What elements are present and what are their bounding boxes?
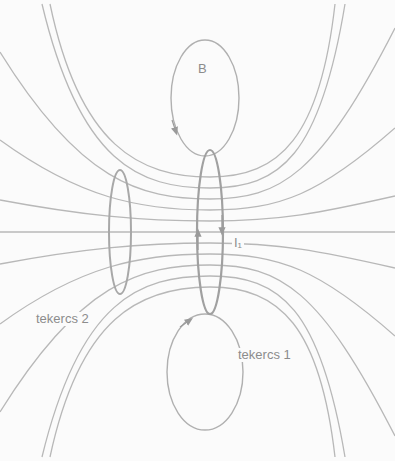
field-loop (167, 314, 243, 430)
coil-label: tekercs 1 (236, 348, 293, 362)
field-line (50, 4, 335, 177)
coil-1 (197, 150, 223, 314)
field-line (42, 4, 345, 188)
current-label: I₁ (232, 236, 244, 250)
field-lines (0, 4, 395, 457)
field-loop (171, 40, 239, 156)
field-line (42, 276, 345, 457)
current-arrow (221, 215, 222, 232)
current-arrow (197, 232, 198, 250)
field-arrow (172, 120, 176, 132)
field-arrow (180, 320, 190, 327)
field-line (50, 287, 335, 457)
coil-2 (109, 170, 131, 294)
field-label: B (196, 62, 209, 76)
coil-label: tekercs 2 (34, 312, 91, 326)
